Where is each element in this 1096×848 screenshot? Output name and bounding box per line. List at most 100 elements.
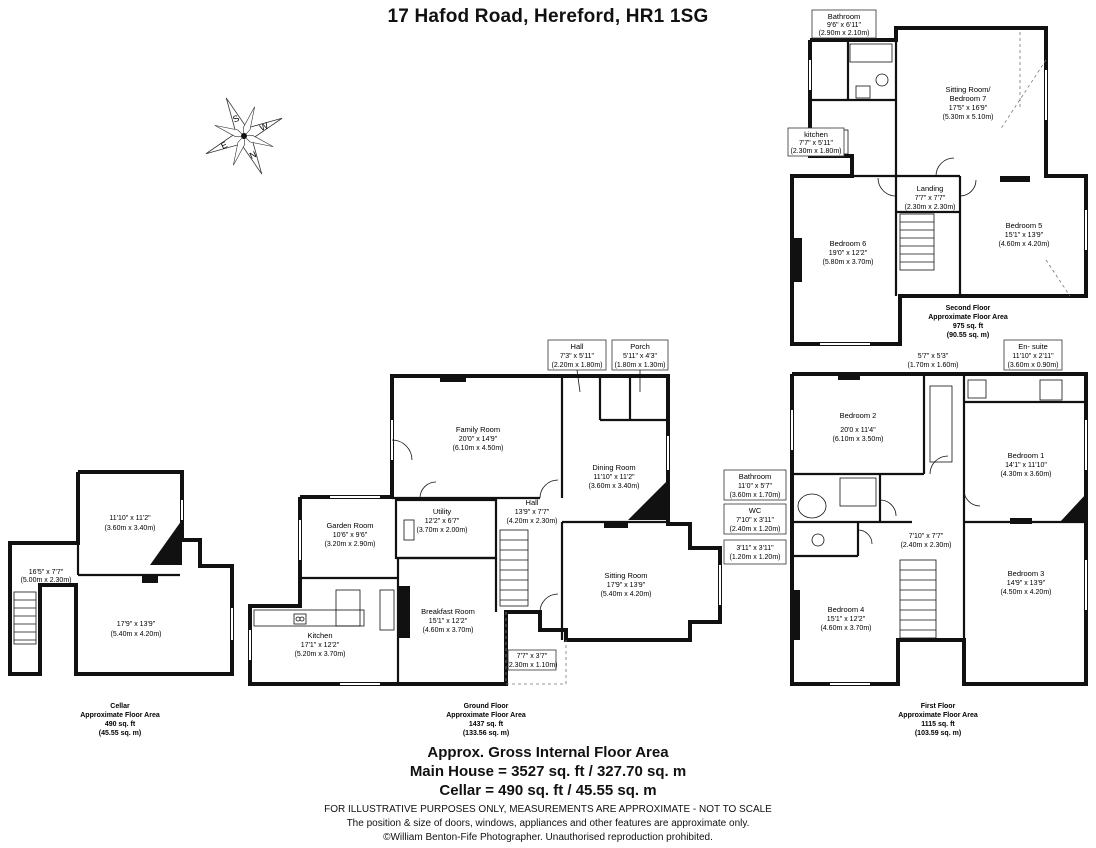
porch-metric: (1.80m x 1.30m)	[615, 362, 666, 369]
sf-landing-dim: 7'7" x 7'7"	[915, 195, 946, 202]
footer-note: The position & size of doors, windows, a…	[346, 818, 750, 829]
ground-sqft: 1437 sq. ft	[469, 721, 504, 728]
second-sqm: (90.55 sq. m)	[947, 332, 989, 339]
bedroom2-dim: 20'0 x 11'4"	[840, 427, 876, 434]
bedroom2-metric: (6.10m x 3.50m)	[833, 436, 884, 443]
compass-s: S	[231, 113, 241, 125]
second-floor-plan: Bathroom 9'6" x 6'11" (2.90m x 2.10m) Si…	[787, 9, 1088, 346]
ff-bathroom-metric: (3.60m x 1.70m)	[730, 492, 781, 499]
ff-landing-dim: 7'10" x 7'7"	[909, 533, 944, 540]
wc-metric: (2.40m x 1.20m)	[730, 526, 781, 533]
cellar-main-dim: 17'9" x 13'9"	[117, 621, 156, 628]
kitchen-name: Kitchen	[307, 631, 332, 640]
bedroom2-name: Bedroom 2	[840, 411, 877, 420]
bedroom1-name: Bedroom 1	[1008, 451, 1045, 460]
ff-bathroom-name: Bathroom	[739, 472, 772, 481]
kitchen-metric: (5.20m x 3.70m)	[295, 651, 346, 658]
ensuite-name: En- suite	[1018, 342, 1048, 351]
sf-landing-name: Landing	[917, 184, 944, 193]
sitting-room-dim: 17'9" x 13'9"	[607, 582, 646, 589]
sf-kitchen-name: kitchen	[804, 130, 828, 139]
ff-landing-top-metric: (1.70m x 1.60m)	[908, 362, 959, 369]
dining-room-dim: 11'10" x 11'2"	[593, 474, 635, 481]
cellar-sqm: (45.55 sq. m)	[99, 730, 141, 737]
sf-bathroom-metric: (2.90m x 2.10m)	[819, 30, 870, 37]
cellar-sqft: 490 sq. ft	[105, 721, 136, 728]
ff-cupboard-dim: 3'11" x 3'11"	[736, 545, 774, 552]
second-sqft: 975 sq. ft	[953, 323, 984, 330]
garden-room-metric: (3.20m x 2.90m)	[325, 541, 376, 548]
cellar-left-metric: (5.00m x 2.30m)	[21, 577, 72, 584]
ground-subtitle: Approximate Floor Area	[446, 712, 526, 719]
dining-room-name: Dining Room	[592, 463, 635, 472]
bedroom6-dim: 19'0" x 12'2"	[829, 250, 868, 257]
ground-floor-plan: Garden Room 10'6" x 9'6" (3.20m x 2.90m)…	[248, 339, 722, 737]
sf-kitchen-dim: 7'7" x 5'11"	[799, 140, 833, 147]
bedroom6-metric: (5.80m x 3.70m)	[823, 259, 874, 266]
hall-metric: (4.20m x 2.30m)	[507, 518, 558, 525]
bedroom3-dim: 14'9" x 13'9"	[1007, 580, 1046, 587]
bedroom5-metric: (4.60m x 4.20m)	[999, 241, 1050, 248]
first-sqm: (103.59 sq. m)	[915, 730, 961, 737]
sitting-bedroom7-name: Sitting Room/	[945, 85, 991, 94]
garden-room-name: Garden Room	[326, 521, 373, 530]
dining-room-metric: (3.60m x 3.40m)	[589, 483, 640, 490]
cellar-label: Cellar	[110, 703, 130, 710]
hall-dim: 13'9" x 7'7"	[515, 509, 550, 516]
cellar-main-metric: (5.40m x 4.20m)	[111, 631, 162, 638]
sitting-room-metric: (5.40m x 4.20m)	[601, 591, 652, 598]
ff-cupboard-metric: (1.20m x 1.20m)	[730, 554, 781, 561]
compass-rose-icon: N E S W	[205, 97, 283, 175]
sitting-bedroom7-name2: Bedroom 7	[950, 94, 987, 103]
bedroom5-dim: 15'1" x 13'9"	[1005, 232, 1044, 239]
cellar-left-dim: 16'5" x 7'7"	[29, 569, 64, 576]
first-subtitle: Approximate Floor Area	[898, 712, 978, 719]
sitting-bedroom7-dim: 17'5" x 16'9"	[949, 105, 988, 112]
cellar-top-metric: (3.60m x 3.40m)	[105, 525, 156, 532]
second-subtitle: Approximate Floor Area	[928, 314, 1008, 321]
bedroom4-dim: 15'1" x 12'2"	[827, 616, 866, 623]
page-title: 17 Hafod Road, Hereford, HR1 1SG	[387, 6, 709, 27]
gf-store-metric: (2.30m x 1.10m)	[507, 662, 558, 669]
sitting-bedroom7-metric: (5.30m x 5.10m)	[943, 114, 994, 121]
breakfast-room-metric: (4.60m x 3.70m)	[423, 627, 474, 634]
footer-disclaimer: FOR ILLUSTRATIVE PURPOSES ONLY, MEASUREM…	[324, 804, 772, 815]
sf-bathroom-name: Bathroom	[828, 12, 861, 21]
bedroom6-name: Bedroom 6	[830, 239, 867, 248]
bedroom3-name: Bedroom 3	[1008, 569, 1045, 578]
sf-bathroom-dim: 9'6" x 6'11"	[827, 22, 861, 29]
ensuite-dim: 11'10" x 2'11"	[1012, 353, 1054, 360]
family-room-dim: 20'0" x 14'9"	[459, 436, 498, 443]
compass-e: E	[219, 139, 229, 151]
utility-metric: (3.70m x 2.00m)	[417, 527, 468, 534]
first-label: First Floor	[921, 703, 956, 710]
wc-name: WC	[749, 506, 762, 515]
wc-dim: 7'10" x 3'11"	[736, 517, 774, 524]
second-label: Second Floor	[946, 305, 991, 312]
hall-name: Hall	[526, 498, 539, 507]
sitting-room-name: Sitting Room	[605, 571, 648, 580]
cellar-plan: 11'10" x 11'2" (3.60m x 3.40m) 16'5" x 7…	[8, 470, 234, 737]
breakfast-room-dim: 15'1" x 12'2"	[429, 618, 468, 625]
summary-heading: Approx. Gross Internal Floor Area	[427, 744, 669, 761]
porch-dim: 5'11" x 4'3"	[623, 353, 657, 360]
bedroom5-name: Bedroom 5	[1006, 221, 1043, 230]
ff-landing-top-dim: 5'7" x 5'3"	[918, 353, 949, 360]
summary-main-house: Main House = 3527 sq. ft / 327.70 sq. m	[409, 763, 687, 780]
bedroom3-metric: (4.50m x 4.20m)	[1001, 589, 1052, 596]
sf-landing-metric: (2.30m x 2.30m)	[905, 204, 956, 211]
bedroom4-metric: (4.60m x 3.70m)	[821, 625, 872, 632]
garden-room-dim: 10'6" x 9'6"	[333, 532, 368, 539]
summary-cellar: Cellar = 490 sq. ft / 45.55 sq. m	[439, 782, 657, 799]
bedroom4-name: Bedroom 4	[828, 605, 865, 614]
bedroom1-dim: 14'1" x 11'10"	[1005, 462, 1047, 469]
footer-copyright: ©William Benton-Fife Photographer. Unaut…	[383, 832, 713, 843]
kitchen-dim: 17'1" x 12'2"	[301, 642, 340, 649]
cellar-top-dim: 11'10" x 11'2"	[109, 515, 151, 522]
first-sqft: 1115 sq. ft	[921, 721, 955, 728]
hall-small-name: Hall	[571, 342, 584, 351]
breakfast-room-name: Breakfast Room	[421, 607, 475, 616]
ground-sqm: (133.56 sq. m)	[463, 730, 509, 737]
ff-landing-metric: (2.40m x 2.30m)	[901, 542, 952, 549]
